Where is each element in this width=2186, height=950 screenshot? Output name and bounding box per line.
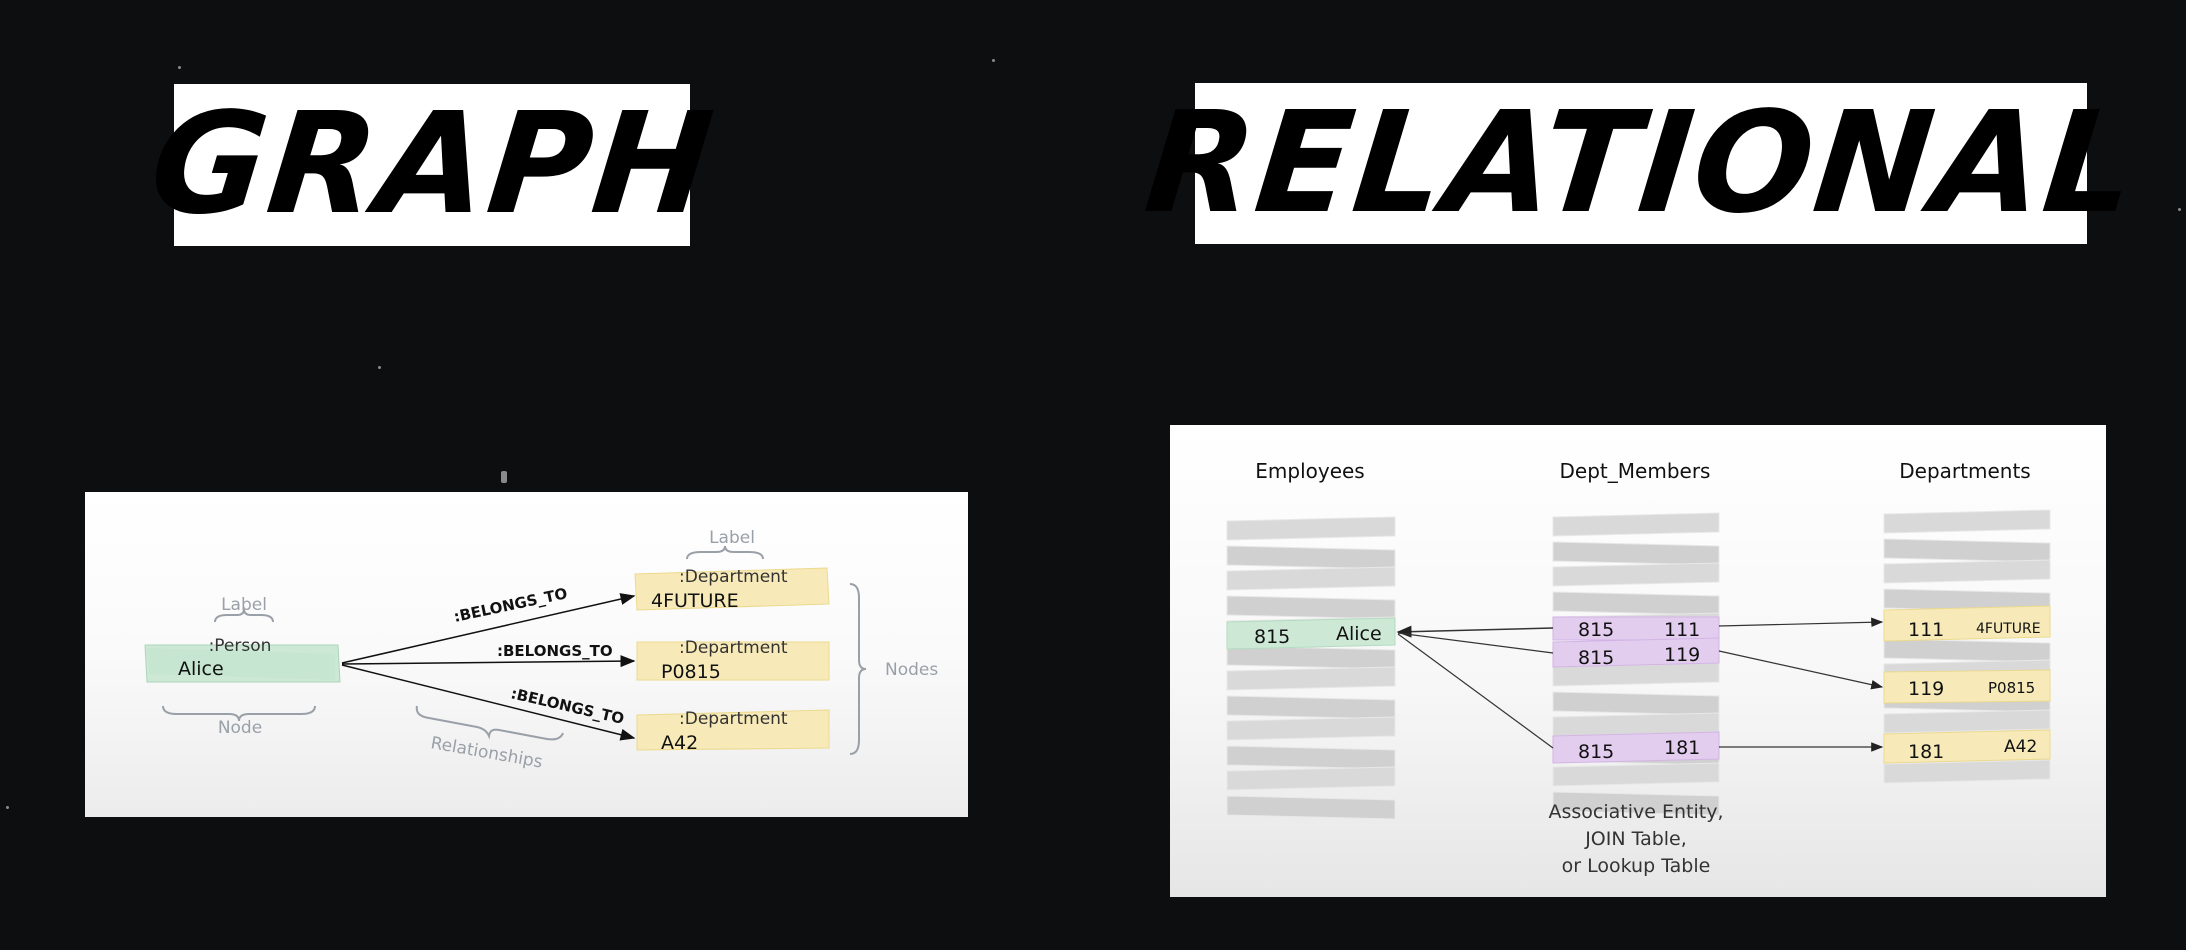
- relational-diagram-panel: Employees Dept_Members Departments 815 A…: [1170, 425, 2106, 897]
- join-table-caption-line: or Lookup Table: [1562, 855, 1711, 877]
- table-row-slab: [1226, 566, 1396, 591]
- person-node: [144, 644, 341, 683]
- table-row-slab: [1552, 762, 1720, 787]
- dept-members-row-emp: 815: [1578, 741, 1614, 763]
- join-table-caption-line: Associative Entity,: [1549, 801, 1724, 823]
- departments-row: [1883, 729, 2051, 764]
- employees-row: [1226, 617, 1396, 650]
- node-caption: Node: [218, 718, 262, 738]
- background-speck: [378, 366, 381, 369]
- department-node-4future: [634, 567, 830, 611]
- relational-diagram: Employees Dept_Members Departments 815 A…: [1226, 459, 2051, 877]
- table-row-slab: [1552, 562, 1720, 587]
- join-table-caption-line: JOIN Table,: [1584, 828, 1687, 850]
- department-type-label: :Department: [679, 638, 788, 658]
- table-row-slab: [1226, 595, 1396, 620]
- person-label-brace: [214, 608, 274, 623]
- department-label-caption: Label: [709, 528, 755, 548]
- table-row-slab: [1883, 538, 2051, 563]
- relationship-arrow: [341, 655, 636, 668]
- table-row-slab: [1883, 509, 2051, 534]
- table-row-slab: [1226, 666, 1396, 691]
- department-name-label: 4FUTURE: [651, 590, 739, 612]
- node-brace: [162, 705, 316, 722]
- dept-members-table-header: Dept_Members: [1560, 459, 1711, 483]
- relationship-label: :BELONGS_TO: [497, 642, 613, 660]
- employees-table-header: Employees: [1255, 459, 1364, 483]
- table-row-slab: [1552, 691, 1720, 716]
- relational-title: RELATIONAL: [1138, 81, 2145, 245]
- dept-members-row-dept: 181: [1664, 737, 1700, 759]
- department-name-label: A42: [661, 732, 698, 754]
- relationships-caption: Relationships: [429, 733, 544, 772]
- relationship-label: :BELONGS_TO: [452, 584, 569, 626]
- departments-row-id: 181: [1908, 741, 1944, 763]
- graph-title-banner: GRAPH: [143, 83, 721, 246]
- table-row-slab: [1552, 591, 1720, 616]
- table-row-slab: [1226, 545, 1396, 570]
- graph-diagram-panel: Label :Person Alice Node :Department 4FU…: [85, 492, 968, 817]
- table-row-slab: [1226, 645, 1396, 670]
- graph-title: GRAPH: [143, 83, 722, 246]
- table-row-slab: [1883, 759, 2051, 784]
- departments-table-header: Departments: [1899, 459, 2030, 483]
- table-row-slab: [1552, 791, 1720, 816]
- background-speck: [992, 59, 995, 62]
- table-row-slab: [1552, 512, 1720, 537]
- join-arrow: [1718, 650, 1884, 690]
- person-type-label: :Person: [209, 636, 272, 656]
- join-line: [1397, 632, 1554, 654]
- join-arrow: [1718, 617, 1884, 628]
- join-line: [1397, 633, 1554, 749]
- graph-diagram: Label :Person Alice Node :Department 4FU…: [144, 528, 938, 773]
- background-speck: [178, 66, 181, 69]
- department-node-a42: [636, 709, 830, 751]
- dept-members-row-dept: 119: [1664, 644, 1700, 666]
- nodes-brace: [849, 583, 867, 755]
- person-name-label: Alice: [178, 658, 224, 680]
- department-name-label: P0815: [661, 661, 721, 683]
- table-row-slab: [1883, 559, 2051, 584]
- relationship-arrow: [341, 593, 636, 664]
- departments-row-name: P0815: [1988, 679, 2035, 697]
- dept-members-row: [1552, 637, 1720, 668]
- person-label-caption: Label: [221, 595, 267, 615]
- employees-table: [1226, 516, 1396, 820]
- table-row-slab: [1226, 695, 1396, 720]
- department-type-label: :Department: [679, 567, 788, 587]
- departments-row: [1883, 669, 2051, 704]
- relational-title-banner: RELATIONAL: [1138, 82, 2144, 245]
- dept-members-row: [1552, 731, 1720, 764]
- relationship-arrow: [341, 664, 636, 741]
- table-row-slab: [1552, 541, 1720, 566]
- employees-row-name: Alice: [1336, 623, 1382, 645]
- department-node-p0815: [636, 641, 830, 681]
- table-row-slab: [1226, 766, 1396, 791]
- background-speck: [6, 806, 9, 809]
- table-row-slab: [1226, 745, 1396, 770]
- table-row-slab: [1226, 795, 1396, 820]
- table-row-slab: [1883, 638, 2051, 663]
- department-type-label: :Department: [679, 709, 788, 729]
- relationships-brace: [415, 705, 564, 741]
- departments-row-id: 111: [1908, 619, 1944, 641]
- employees-row-id: 815: [1254, 626, 1290, 648]
- table-row-slab: [1226, 716, 1396, 741]
- dept-members-row-emp: 815: [1578, 647, 1614, 669]
- background-speck: [2178, 208, 2181, 211]
- join-arrow: [1396, 625, 1554, 638]
- departments-row-name: A42: [2004, 737, 2037, 757]
- departments-row-name: 4FUTURE: [1976, 621, 2041, 637]
- nodes-caption: Nodes: [885, 660, 938, 680]
- department-label-brace: [686, 545, 764, 560]
- departments-row-id: 119: [1908, 678, 1944, 700]
- departments-row: [1883, 605, 2051, 642]
- table-row-slab: [1226, 516, 1396, 541]
- dept-members-row-dept: 111: [1664, 619, 1700, 641]
- table-row-slab: [1883, 709, 2051, 734]
- background-speck: [501, 471, 507, 483]
- dept-members-row-emp: 815: [1578, 619, 1614, 641]
